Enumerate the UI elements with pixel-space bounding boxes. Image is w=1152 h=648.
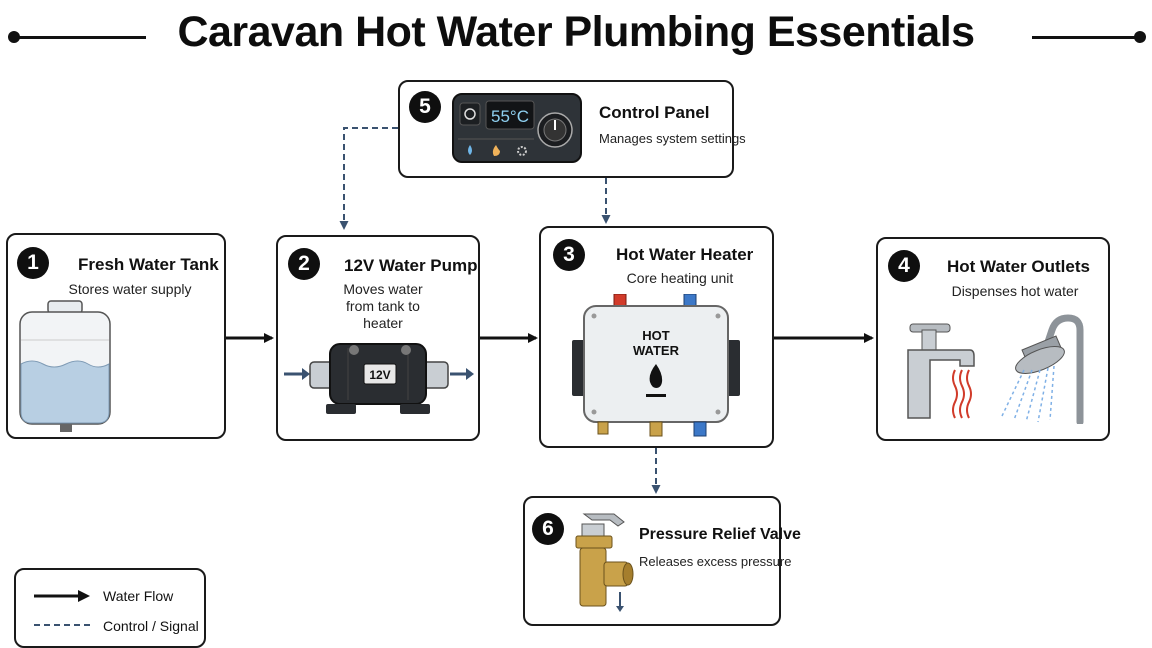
heater-label-line-1: HOT xyxy=(642,328,670,343)
diagram-title: Caravan Hot Water Plumbing Essentials xyxy=(177,8,975,56)
title-decoration-line-left xyxy=(14,36,146,39)
relief-valve-icon xyxy=(575,513,634,612)
water-pump-name: 12V Water Pump xyxy=(344,256,478,275)
title-decoration-dot-right xyxy=(1134,31,1146,43)
pressure-relief-valve-description: Releases excess pressure xyxy=(639,554,792,569)
water-pump-description: Moves water from tank to heater xyxy=(343,281,423,331)
title-decoration-line-right xyxy=(1032,36,1140,39)
control-panel-description: Manages system settings xyxy=(599,131,746,146)
legend-box xyxy=(14,568,206,648)
water-tank-icon xyxy=(19,300,111,432)
water-pump-voltage-label: 12V xyxy=(369,368,390,382)
fresh-water-tank-name: Fresh Water Tank xyxy=(78,255,219,274)
legend-control-signal-line xyxy=(34,624,90,626)
control-panel-name: Control Panel xyxy=(599,103,710,122)
hot-water-outlets-description: Dispenses hot water xyxy=(951,283,1079,299)
legend-control-signal-label: Control / Signal xyxy=(103,618,199,634)
faucet-icon xyxy=(907,323,975,419)
fresh-water-tank-description: Stores water supply xyxy=(68,281,192,297)
shower-head-icon xyxy=(1001,314,1084,424)
flame-icon xyxy=(649,364,663,388)
heater-label-line-2: WATER xyxy=(633,343,680,358)
fresh-water-tank-number-badge: 1 xyxy=(17,247,49,279)
hot-water-heater-name: Hot Water Heater xyxy=(616,245,754,264)
pressure-relief-valve-box xyxy=(523,496,781,626)
water-pump-number-badge: 2 xyxy=(288,248,320,280)
control-panel-device-icon: 55°C xyxy=(452,93,582,163)
water-pump-icon: 12V xyxy=(284,343,474,414)
signal-line-control-to-pump xyxy=(339,127,398,230)
hot-water-outlets-number-badge: 4 xyxy=(888,250,920,282)
control-panel-temperature-readout: 55°C xyxy=(491,107,529,126)
legend-water-flow-arrow xyxy=(34,590,90,602)
hot-water-heater-number-badge: 3 xyxy=(553,239,585,271)
hot-water-heater-description: Core heating unit xyxy=(626,270,734,286)
heater-unit-icon: HOT WATER xyxy=(572,294,740,437)
legend-water-flow-label: Water Flow xyxy=(103,588,174,604)
pressure-relief-valve-number-badge: 6 xyxy=(532,513,564,545)
hot-water-outlets-name: Hot Water Outlets xyxy=(947,257,1090,276)
pressure-relief-valve-name: Pressure Relief Valve xyxy=(639,526,801,543)
control-panel-number-badge: 5 xyxy=(409,91,441,123)
